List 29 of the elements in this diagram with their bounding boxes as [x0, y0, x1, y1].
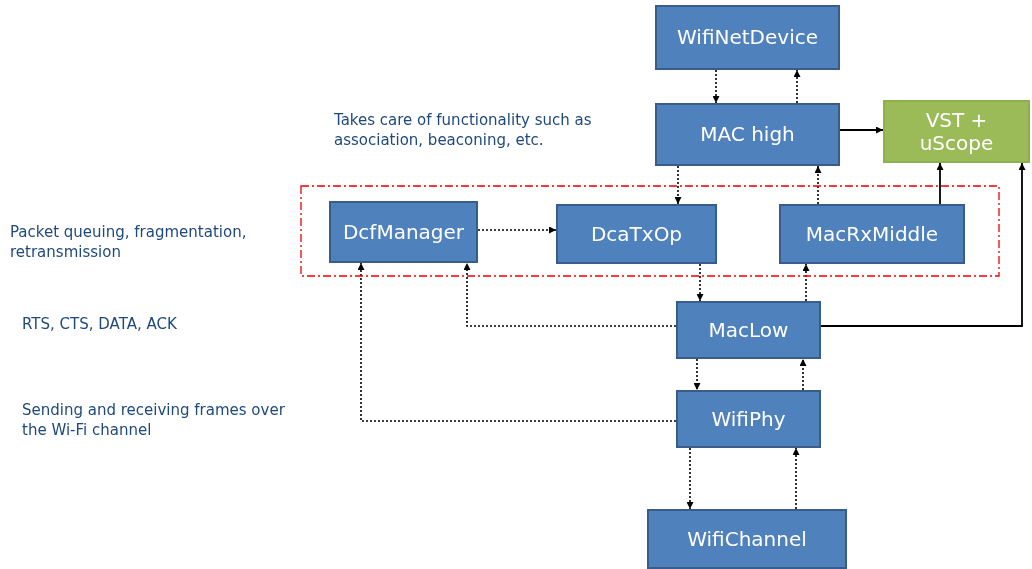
- arrow: [712, 69, 720, 104]
- arrow: [793, 69, 801, 104]
- annotation-text: Packet queuing, fragmentation, retransmission: [10, 222, 248, 263]
- process-box: WifiNetDevice: [655, 5, 840, 70]
- process-box: WifiPhy: [676, 390, 821, 448]
- process-box: DcfManager: [329, 201, 478, 263]
- group-region: [300, 185, 1000, 277]
- process-box: DcaTxOp: [556, 204, 717, 264]
- arrow: [693, 358, 701, 391]
- arrow: [839, 126, 884, 134]
- annotation-text: RTS, CTS, DATA, ACK: [22, 314, 178, 335]
- arrow: [696, 263, 704, 302]
- arrow: [820, 162, 1026, 327]
- arrow: [463, 262, 677, 327]
- arrow: [792, 447, 800, 510]
- arrow: [802, 263, 810, 302]
- process-box: MacLow: [676, 301, 821, 359]
- arrow: [814, 165, 822, 205]
- process-box: MAC high: [655, 103, 840, 166]
- arrow: [686, 447, 694, 510]
- annotation-text: Sending and receiving frames over the Wi-Fi channel: [22, 400, 286, 441]
- tool-box: VST + uScope: [883, 100, 1030, 163]
- arrow: [674, 165, 682, 205]
- arrow: [799, 358, 807, 391]
- process-box: MacRxMiddle: [779, 204, 965, 264]
- arrow: [936, 162, 944, 205]
- annotation-text: Takes care of functionality such as association, beaconing, etc.: [334, 110, 593, 151]
- arrow: [357, 262, 677, 422]
- process-box: WifiChannel: [647, 509, 847, 569]
